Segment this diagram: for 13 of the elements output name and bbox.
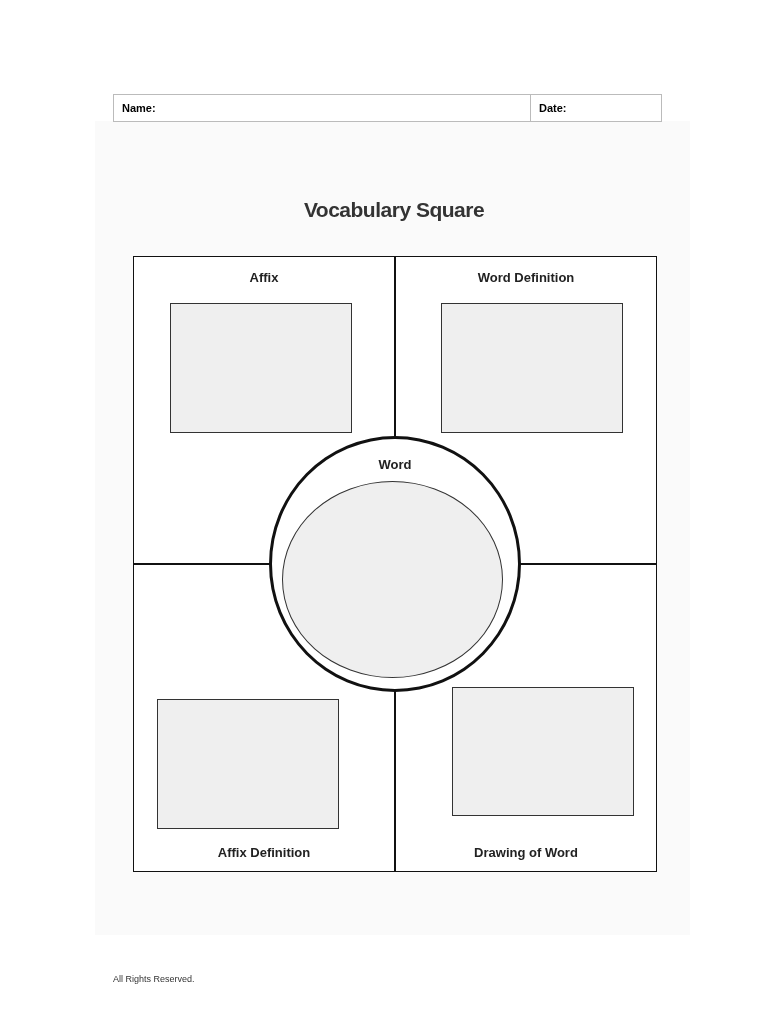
answer-box: [441, 303, 623, 433]
answer-box: [170, 303, 352, 433]
section-heading: Word: [377, 457, 413, 472]
field-label: Name:: [122, 102, 156, 114]
section-heading: Affix: [248, 270, 280, 285]
section-heading: Affix Definition: [216, 845, 312, 860]
answer-box: [452, 687, 634, 816]
copyright-note: All Rights Reserved.: [113, 974, 195, 984]
field-label: Date:: [539, 102, 567, 114]
section-heading: Drawing of Word: [473, 845, 579, 860]
title: Vocabulary Square: [302, 198, 486, 222]
answer-box: [157, 699, 339, 829]
section-heading: Word Definition: [476, 270, 576, 285]
